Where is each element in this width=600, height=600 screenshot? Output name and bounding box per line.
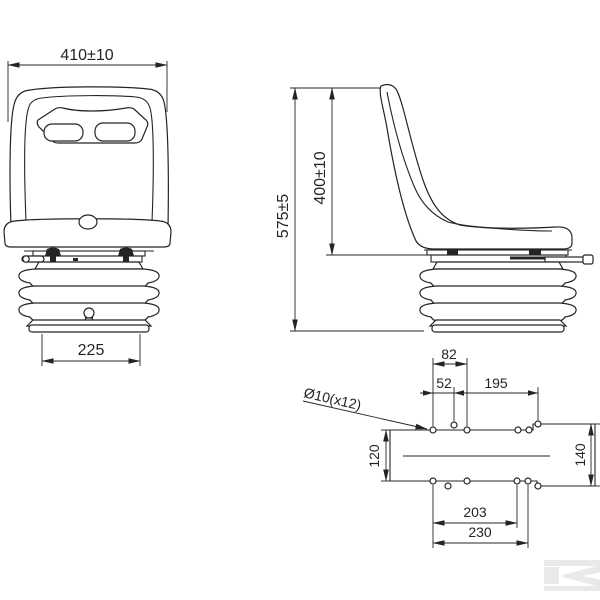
arrowhead [528, 390, 538, 396]
watermark-k-stem [544, 567, 559, 584]
side-rail-assembly [424, 249, 594, 270]
mounting-hole [429, 477, 437, 485]
dim-hole-note: Ø10(x12) [302, 384, 362, 413]
arrowhead [423, 390, 433, 396]
dim-backrest-height: 400±10 [312, 151, 329, 204]
backrest-outline [9, 86, 169, 228]
cushion-outline [3, 218, 172, 248]
dim-left-height: 120 [366, 444, 382, 468]
backrest-inner-contour [24, 95, 154, 223]
watermark-bar-bottom [544, 586, 600, 591]
rail-detail [73, 258, 78, 261]
dim-bottom-span: 230 [468, 524, 492, 540]
dim-top-pitch: 82 [441, 346, 457, 362]
base-rim [431, 324, 565, 333]
watermark-k-lower-arm [561, 574, 600, 587]
dim-total-height: 575±5 [275, 194, 292, 238]
bellows-fold [419, 268, 577, 288]
adjuster-lever [544, 256, 586, 263]
adjuster-knob [22, 255, 30, 263]
mounting-holes [429, 420, 542, 490]
mounting-hole [514, 426, 522, 434]
watermark-bar-top [544, 560, 600, 566]
dim-span: 195 [484, 375, 508, 391]
rail-clamp-left [45, 247, 61, 262]
arrowhead [454, 390, 464, 396]
mounting-hole [444, 482, 452, 490]
base-rim [28, 324, 150, 333]
mounting-hole [524, 477, 532, 485]
mounting-hole [525, 426, 533, 434]
front-bellows [18, 268, 160, 333]
dim-offset: 52 [436, 375, 452, 391]
mounting-hole [429, 426, 437, 434]
mounting-hole [534, 482, 542, 490]
bellows-fold [419, 302, 577, 322]
dim-right-height: 140 [572, 443, 588, 467]
rail-clamp [447, 250, 458, 255]
bellows-top-plate [33, 261, 145, 270]
dim-bottom-pitch: 203 [463, 504, 487, 520]
bellows-top-plate [431, 261, 565, 270]
mounting-hole [463, 426, 471, 434]
slide-bar [510, 256, 552, 260]
side-view: 575±5 400±10 [275, 83, 594, 333]
front-width-dimension: 410±10 [7, 47, 168, 122]
dim-front-width: 410±10 [60, 47, 113, 64]
mounting-plate-outline [389, 423, 596, 487]
mounting-hole [450, 421, 458, 429]
side-bellows [419, 268, 577, 333]
bellows-fold [18, 285, 160, 305]
handle-slot-right [94, 122, 136, 142]
front-view: 410±10 [3, 47, 172, 366]
mounting-hole [463, 477, 471, 485]
watermark-kramp-logo [544, 560, 600, 591]
leader-line [302, 400, 428, 430]
mounting-hole [513, 477, 521, 485]
rail-clamp [529, 250, 541, 255]
dim-front-base-width: 225 [78, 342, 105, 359]
seat-profile-seam [386, 91, 553, 232]
front-rail-assembly [21, 247, 154, 270]
seat-profile-outline [379, 83, 573, 250]
side-height-dimensions: 575±5 400±10 [275, 87, 434, 332]
latch-hole [78, 214, 98, 230]
handle-slot-left [43, 123, 84, 142]
mounting-hole-pattern: 82 52 195 120 140 203 230 Ø10(x12) [302, 346, 600, 548]
rail-clamp-right [118, 247, 134, 262]
mounting-hole [534, 420, 542, 428]
front-base-dimension: 225 [41, 334, 141, 366]
bellows-valve [83, 307, 95, 319]
bellows-fold [419, 285, 577, 305]
bellows-fold [18, 268, 160, 288]
lever-grip [582, 254, 594, 265]
